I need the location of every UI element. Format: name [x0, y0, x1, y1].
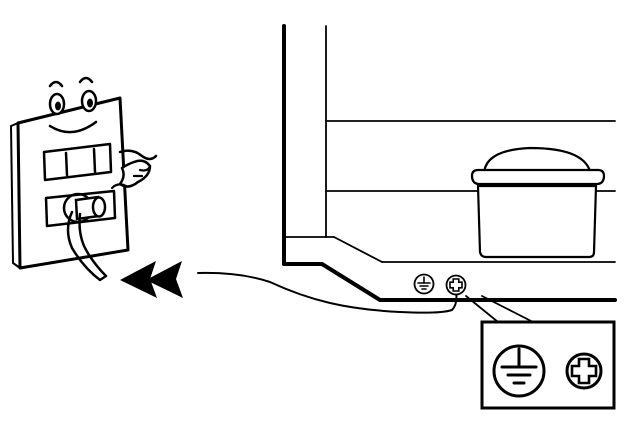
rocker-switch — [42, 142, 113, 182]
right-eyebrow — [78, 76, 94, 84]
symbol-callout — [465, 295, 616, 410]
equipotential-terminal-icon — [565, 352, 603, 390]
earth-ground-symbol-small — [413, 273, 435, 295]
equipotential-symbol-small — [445, 274, 467, 296]
appliance-cabinet — [282, 24, 617, 302]
earth-ground-icon — [492, 344, 546, 398]
socket-with-plug — [44, 189, 117, 282]
ground-wire — [197, 271, 458, 314]
outlet-side — [10, 122, 21, 269]
left-eyebrow — [48, 80, 64, 88]
outlet-faceplate — [16, 96, 130, 270]
pot-on-shelf — [470, 146, 606, 259]
arrow-1 — [120, 261, 157, 298]
smile — [48, 120, 98, 134]
pointing-hand — [110, 149, 158, 190]
outlet-face — [48, 76, 98, 134]
left-arrows — [120, 261, 183, 298]
arrow-2 — [146, 261, 183, 298]
wall-outlet — [10, 76, 158, 282]
